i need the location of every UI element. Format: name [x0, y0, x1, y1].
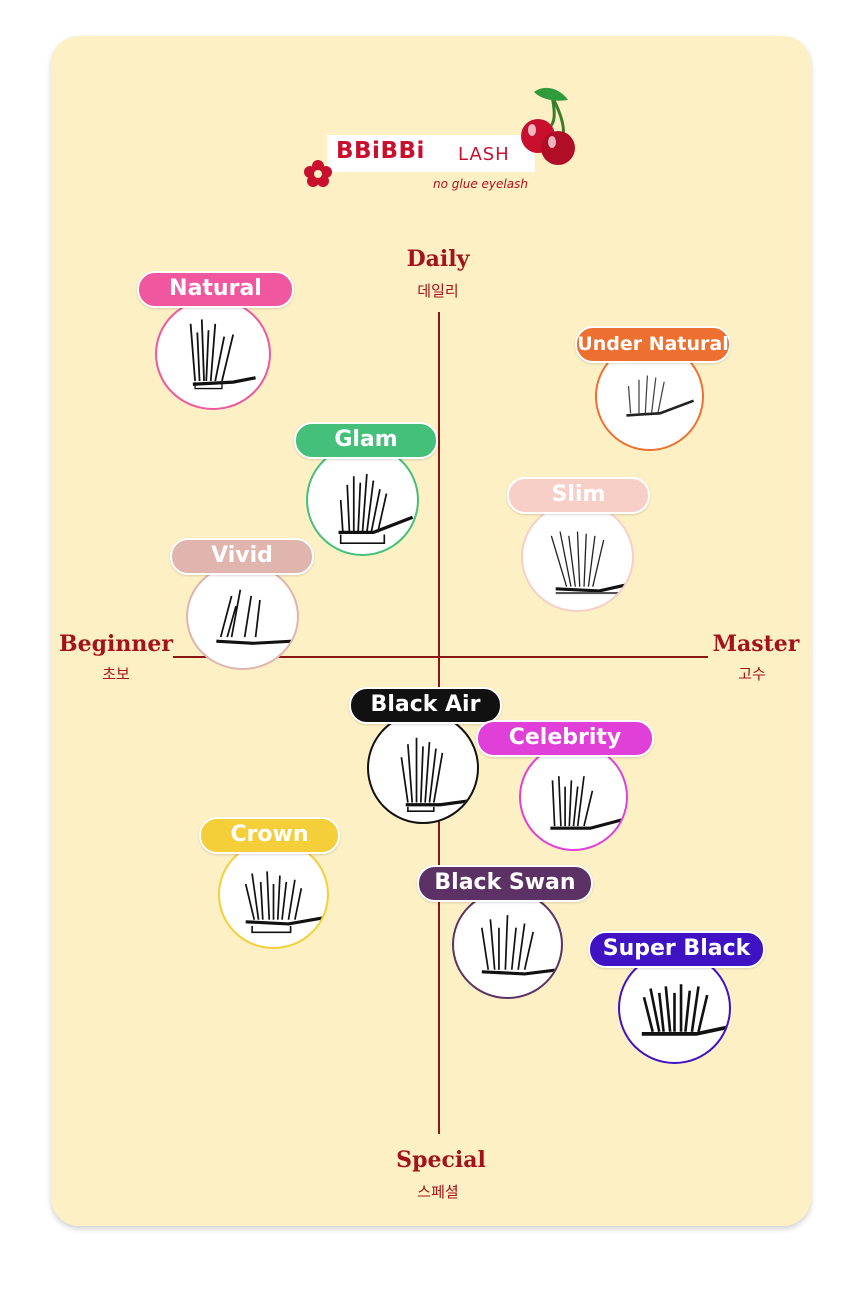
- lash-icon: [244, 871, 326, 934]
- product-label-super-black: Super Black: [588, 931, 765, 968]
- product-label-black-swan: Black Swan: [417, 865, 593, 902]
- product-label-black-air: Black Air: [349, 687, 502, 724]
- product-label-glam: Glam: [294, 422, 438, 459]
- product-image-black-swan: [452, 890, 563, 999]
- horizontal-axis: [173, 656, 708, 658]
- cherry-icon: [521, 87, 575, 165]
- lash-icon: [641, 984, 728, 1036]
- lash-icon: [480, 915, 560, 976]
- product-image-crown: [218, 840, 329, 949]
- axis-label-right: Master: [712, 631, 800, 657]
- product-image-slim: [521, 502, 634, 612]
- axis-label-left-ko: 초보: [102, 665, 130, 683]
- lash-icon: [400, 737, 473, 813]
- lash-icon: [550, 531, 629, 595]
- axis-label-bottom-ko: 스페셜: [417, 1183, 459, 1201]
- axis-label-top: Daily: [406, 246, 470, 272]
- product-label-vivid: Vivid: [170, 538, 314, 575]
- lash-icon: [626, 375, 695, 417]
- axis-label-bottom: Special: [396, 1147, 486, 1173]
- product-image-vivid: [186, 563, 299, 670]
- axis-label-top-ko: 데일리: [417, 282, 459, 300]
- lash-icon: [550, 776, 623, 830]
- axis-label-left: Beginner: [59, 631, 173, 657]
- product-image-natural: [155, 298, 271, 410]
- product-image-black-air: [367, 712, 479, 824]
- logo-background: [327, 135, 535, 172]
- brand-tagline: no glue eyelash: [433, 177, 528, 191]
- product-label-under-natural: Under Natural: [575, 326, 731, 363]
- lash-icon: [189, 319, 256, 390]
- product-image-glam: [306, 444, 419, 556]
- axis-label-right-ko: 고수: [738, 665, 766, 683]
- product-label-crown: Crown: [199, 817, 340, 854]
- brand-suffix: LASH: [458, 144, 510, 165]
- product-label-celebrity: Celebrity: [476, 720, 654, 757]
- product-image-celebrity: [519, 743, 628, 851]
- product-label-natural: Natural: [137, 271, 294, 308]
- brand-name: BBiBBi: [336, 138, 425, 164]
- product-image-super-black: [618, 952, 731, 1064]
- lash-icon: [338, 474, 414, 545]
- flower-icon: [304, 160, 332, 187]
- lash-icon: [216, 589, 293, 645]
- product-label-slim: Slim: [507, 477, 650, 514]
